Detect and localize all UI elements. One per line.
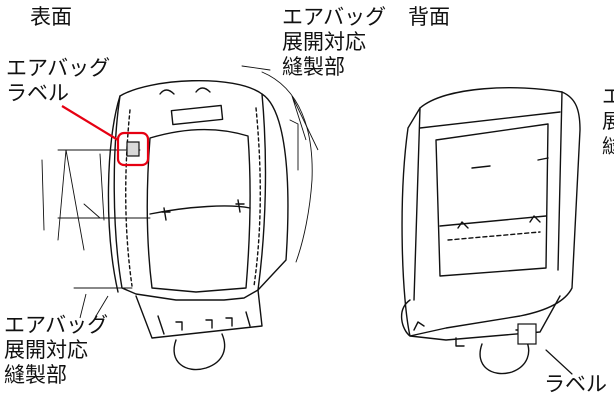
airbag-label-callout-line-2: ラベル: [6, 81, 69, 105]
back-mid-seam: [439, 215, 547, 227]
top-sewing-callout: エアバッグ 展開対応 縫製部: [282, 5, 386, 80]
airbag-label-callout-line-1: エアバッグ: [6, 56, 111, 80]
bottom-sewing-callout-line-1: エアバッグ: [4, 313, 109, 337]
back-seat-outline: [401, 87, 581, 337]
back-right-side: [557, 91, 563, 271]
front-right-bolster: [257, 93, 289, 291]
front-left-bolster: [107, 95, 121, 293]
back-clips: [457, 215, 541, 229]
front-right-arrows: [261, 71, 313, 263]
right-partial-callout: エ 展 縫: [602, 84, 614, 159]
front-strap: [173, 333, 226, 371]
back-strap: [479, 339, 530, 375]
bottom-sewing-callout-line-2: 展開対応: [4, 338, 88, 362]
front-seat-view: [41, 65, 313, 371]
front-top-arrow: [241, 65, 271, 71]
front-bracket-inner: [157, 311, 251, 335]
front-sewing-line-left: [125, 109, 133, 287]
back-dashed-seam: [447, 231, 541, 241]
top-sewing-callout-line-2: 展開対応: [282, 30, 366, 54]
right-partial-callout-line-2: 展: [602, 109, 614, 133]
back-label-callout: ラベル: [544, 372, 607, 396]
airbag-label-leader: [61, 105, 119, 141]
front-sewing-line-right: [253, 107, 261, 287]
back-panel: [435, 123, 549, 277]
back-view-title: 背面: [408, 5, 450, 29]
right-partial-callout-line-3: 縫: [602, 134, 614, 158]
bottom-sewing-callout: エアバッグ 展開対応 縫製部: [4, 313, 108, 388]
back-seat-view: [401, 87, 581, 375]
top-sewing-callout-line-3: 縫製部: [282, 55, 345, 79]
front-tie-right: [235, 199, 245, 213]
back-left-side: [413, 107, 421, 301]
back-tie-upper: [471, 157, 549, 169]
airbag-label-callout: エアバッグ ラベル: [6, 56, 110, 106]
front-headrest-slot: [170, 104, 224, 126]
airbag-label-highlight-box: [116, 131, 150, 167]
right-partial-callout-line-1: エ: [602, 84, 614, 108]
front-tie-left: [161, 207, 171, 221]
bottom-sewing-callout-line-3: 縫製部: [4, 363, 67, 387]
front-bracket-clips: [175, 317, 233, 331]
front-lower-bracket: [135, 289, 263, 339]
front-view-title: 表面: [30, 5, 72, 29]
back-top-seam: [419, 111, 561, 129]
front-left-arrows: [41, 149, 105, 251]
front-headrest-dimple-right: [195, 87, 211, 93]
back-lower-bracket: [401, 295, 561, 341]
sewing-callout-leaders: [79, 95, 319, 319]
front-seat-outline: [113, 79, 267, 301]
back-label-leader: [545, 349, 573, 375]
front-airbag-label: [126, 141, 140, 157]
back-bracket-details: [413, 321, 523, 347]
front-headrest-dimple-left: [159, 89, 175, 95]
airbag-label-highlight: [61, 105, 150, 167]
top-sewing-callout-line-1: エアバッグ: [282, 5, 387, 29]
back-label-marker: [517, 323, 537, 345]
front-center-panel: [146, 128, 251, 293]
